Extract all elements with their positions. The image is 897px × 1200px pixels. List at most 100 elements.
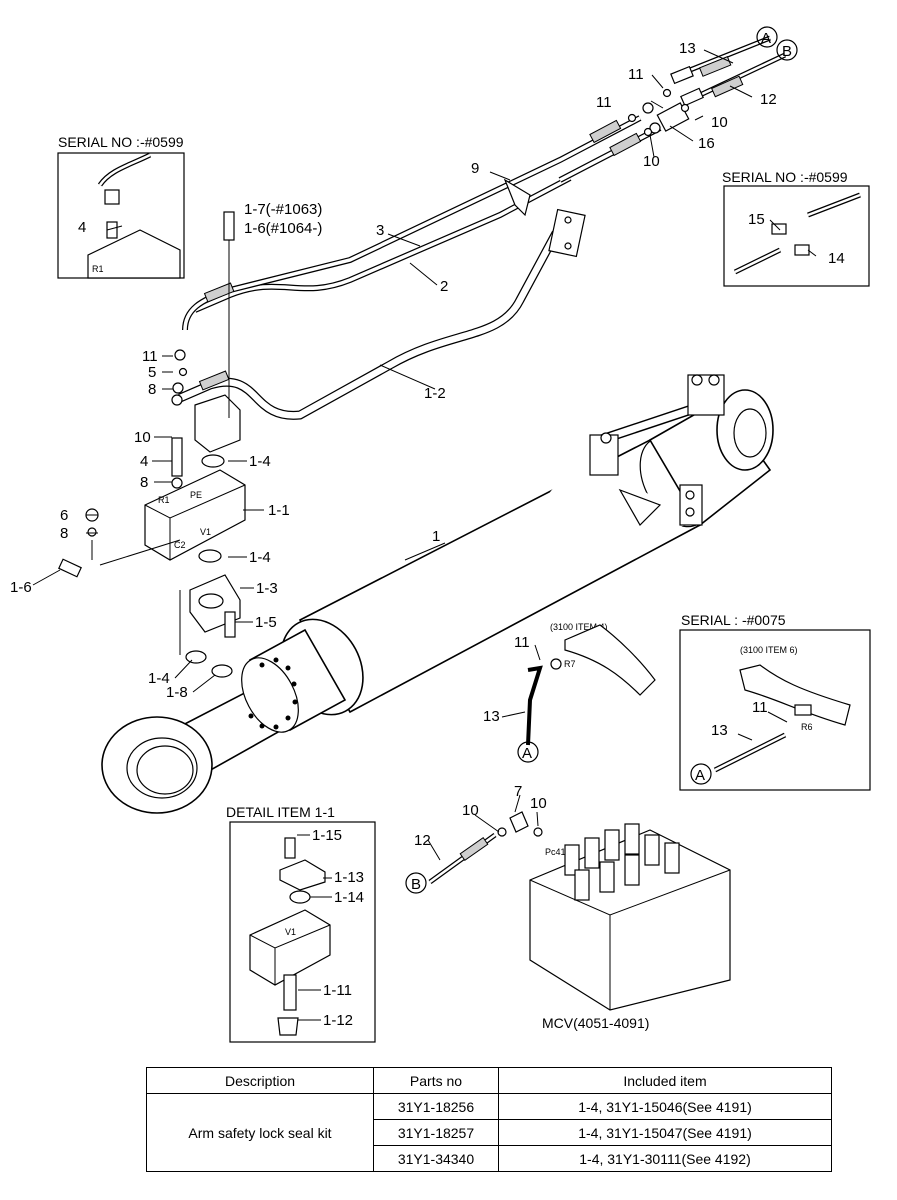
label-d1-11: 1-11 [323,982,352,999]
kit-description: Arm safety lock seal kit [146,1093,374,1172]
label-1: 1 [432,528,440,545]
header-included-item: Included item [498,1067,832,1094]
serial-title-right: SERIAL NO :-#0599 [722,169,848,185]
label-9: 9 [471,160,479,177]
label-16: 16 [698,135,715,152]
label-d1-12: 1-12 [323,1012,353,1029]
port-mark-r1: R1 [92,264,104,274]
callout-a-letter-top: A [761,30,771,47]
port-mark-r7: R7 [564,659,576,669]
port-mark-c2: C2 [174,540,186,550]
port-mark-pc41: Pc41 [545,847,566,857]
label-10-left: 10 [134,429,151,446]
leader-lines [32,49,817,1021]
port-mark-pe: PE [190,490,202,500]
table-row: 31Y1-34340 1-4, 31Y1-30111(See 4192) [147,1145,832,1172]
label-11-left: 11 [142,348,158,365]
mcv-title: MCV(4051-4091) [542,1015,649,1031]
label-8-a: 8 [148,381,156,398]
port-mark-r6: R6 [801,722,813,732]
callout-a-top[interactable]: A [756,26,778,48]
callout-a-letter-mid: A [522,745,532,762]
inset-detail-item: DETAIL ITEM 1-1 [226,804,376,1043]
label-5: 5 [148,364,156,381]
label-10-b: 10 [643,153,660,170]
inset-serial-left: SERIAL NO :-#0599 R1 [57,134,185,279]
label-8-b: 8 [140,474,148,491]
label-11-a: 11 [628,66,644,83]
label-7: 7 [514,783,522,800]
seal-kit-table: Description Parts no Included item Arm s… [146,1067,832,1172]
label-1-4-c: 1-4 [148,670,170,687]
valve-port-marks: R1 PE V1 C2 V1 [158,490,296,937]
pipe-1-2 [178,208,586,420]
inset-3100-item4: (3100 ITEM 4) R7 [526,622,656,746]
label-d1-14: 1-14 [334,889,364,906]
label-1-4-a: 1-4 [249,453,271,470]
callout-b-letter-top: B [782,43,792,60]
callout-b-top[interactable]: B [776,39,798,61]
mcv-spools [564,823,680,901]
label-1-2: 1-2 [424,385,446,402]
included-item-cell: 1-4, 31Y1-15047(See 4191) [498,1119,832,1146]
label-4-inset: 4 [78,219,86,236]
ref-3100-item4: (3100 ITEM 4) [550,622,608,632]
inset-serial-0075: SERIAL : -#0075 (3100 ITEM 6) R6 [679,612,871,791]
serial-title-0075: SERIAL : -#0075 [681,612,786,628]
port-mark-v1-detail: V1 [285,927,296,937]
port-mark-v1: V1 [200,527,211,537]
label-10-m2: 10 [530,795,547,812]
header-parts-no: Parts no [373,1067,499,1094]
label-8-c: 8 [60,525,68,542]
label-1-7: 1-7(-#1063) [244,201,322,218]
label-12-mcv: 12 [414,832,431,849]
gland-bolt-holes [248,657,298,730]
callout-a-mid[interactable]: A [517,741,539,763]
part-no-cell: 31Y1-18257 [373,1119,499,1146]
part-no-cell: 31Y1-34340 [373,1145,499,1172]
callout-b-letter-mcv: B [411,876,421,893]
label-13-top: 13 [679,40,696,57]
label-1-3: 1-3 [256,580,278,597]
label-1-4-b: 1-4 [249,549,271,566]
part-labels: 13 11 12 11 10 16 10 9 1-7(-#1063) 1-6(#… [10,40,845,1029]
table-row: Arm safety lock seal kit 31Y1-18256 1-4,… [146,1093,832,1172]
label-4: 4 [140,453,148,470]
inset-serial-right: SERIAL NO :-#0599 [722,169,870,287]
label-13-right: 13 [711,722,728,739]
table-header-row: Description Parts no Included item [146,1067,832,1094]
mcv-valve: Pc41 MCV(4051-4091) [428,811,731,1031]
safety-valve [58,211,246,678]
label-15: 15 [748,211,765,228]
detail-title: DETAIL ITEM 1-1 [226,804,335,820]
callout-a-right[interactable]: A [690,763,712,785]
header-description: Description [146,1067,374,1094]
pipe-2 [193,175,572,313]
label-14: 14 [828,250,845,267]
callout-b-mcv[interactable]: B [405,872,427,894]
label-10-m1: 10 [462,802,479,819]
label-11-b: 11 [596,94,612,111]
callout-a-letter-right: A [695,767,705,784]
part-no-cell: 31Y1-18256 [373,1093,499,1120]
label-1-8: 1-8 [166,684,188,701]
label-13-mid: 13 [483,708,500,725]
label-1-6-left: 1-6 [10,579,32,596]
label-3: 3 [376,222,384,239]
included-item-cell: 1-4, 31Y1-15046(See 4191) [498,1093,832,1120]
label-12-top: 12 [760,91,777,108]
serial-title-left: SERIAL NO :-#0599 [58,134,184,150]
port-mark-r1-valve: R1 [158,495,170,505]
label-1-1: 1-1 [268,502,290,519]
label-2: 2 [440,278,448,295]
label-11-right: 11 [752,699,768,716]
label-d1-13: 1-13 [334,869,364,886]
pipe-3-hose [182,115,662,391]
label-11-mid: 11 [514,634,530,651]
hoses-12-13 [627,35,787,137]
included-item-cell: 1-4, 31Y1-30111(See 4192) [498,1145,832,1172]
label-d1-15: 1-15 [312,827,342,844]
arm-cylinder [101,374,774,814]
label-6: 6 [60,507,68,524]
